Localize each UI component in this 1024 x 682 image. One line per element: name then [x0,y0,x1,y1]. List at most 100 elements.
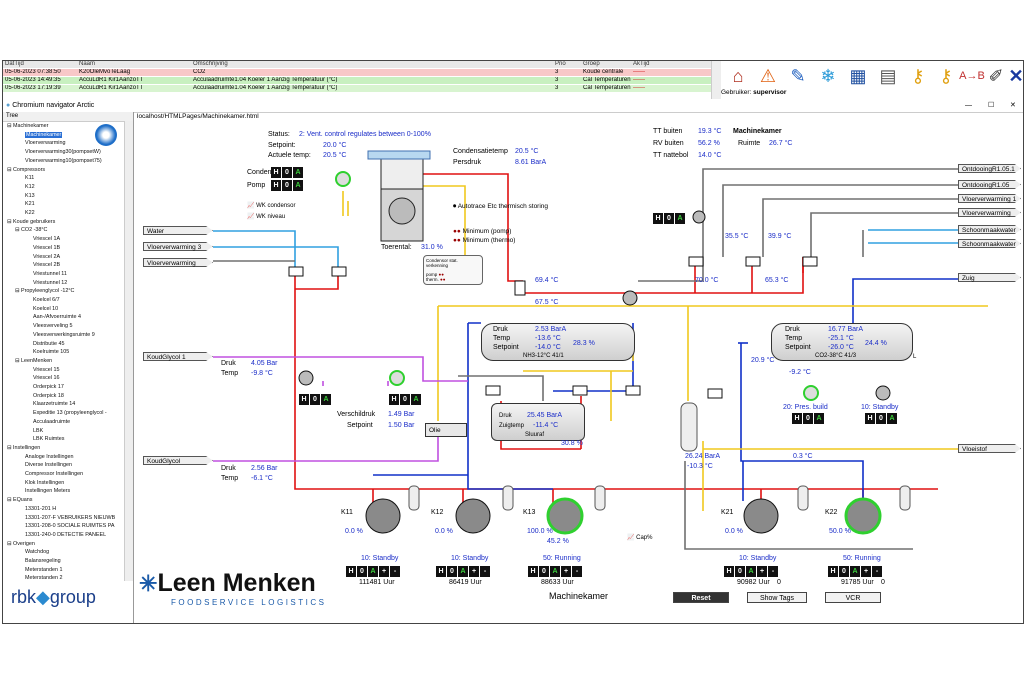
tag-ontdooing-1051[interactable]: OntdooingR1.05.1 [958,164,1021,173]
url-bar[interactable]: localhost/HTMLPages/Machinekamer.html [137,113,259,120]
key-icon[interactable]: ⚷ [911,66,925,86]
tree-item[interactable]: Compressor Instellingen [25,471,84,477]
minimize-button[interactable]: — [965,102,972,109]
window-close-button[interactable]: ✕ [1010,102,1016,109]
tree-item[interactable]: K22 [25,210,35,216]
tag-water[interactable]: Water [143,226,213,235]
tree-item[interactable]: ⊟ Compressors [7,166,46,173]
tree-item[interactable]: Vriescel 2B [33,262,61,269]
tree-item[interactable]: K13 [25,192,35,199]
tree-item[interactable]: LBK Ruimtes [33,436,65,443]
tree-item[interactable]: K11 [25,175,35,182]
tree-item[interactable]: Diverse Instellingen [25,462,73,469]
table-row[interactable]: 05-06-2023 17:19:39 AccuLdR1 Kir1AanzoTT… [3,85,721,92]
tree-item[interactable]: Vloerverwarming [25,140,66,147]
glycol-setpoint-value[interactable]: 1.50 Bar [388,422,415,429]
tree-item[interactable]: Vriestunnel 11 [33,270,67,277]
tag-ontdooing-105[interactable]: OntdooingR1.05 [958,180,1021,189]
tree-item[interactable]: Vloerverwarming10(pompset75) [25,157,102,164]
tag-vloerverwarming-left[interactable]: Vloerverwarming [143,258,213,267]
condensor-stats-box[interactable]: Condensor stat. verkenning pomp ●● therm… [423,255,483,285]
tree-item[interactable]: Vloerverwarming30(pompsetW) [25,149,101,156]
tree-item[interactable]: Koelcel 10 [33,305,59,312]
tree-item[interactable]: Analoge Instellingen [25,453,74,460]
alarm-scrollbar[interactable] [711,61,721,99]
tree-item[interactable]: Vriescel 1B [33,244,61,251]
tag-zuig[interactable]: Zuig [958,273,1021,282]
col-header[interactable]: Naam [79,61,96,67]
show-tags-button[interactable]: Show Tags [747,592,807,603]
tag-vloerverwarming-1[interactable]: Vloerverwarming 1 [958,194,1021,203]
co2-setpoint-value[interactable]: -26.0 °C [828,344,854,351]
tag-koudglycol-1[interactable]: KoudGlycol 1 [143,352,213,361]
tree-item[interactable]: Vriescel 1A [33,236,61,243]
tree-item[interactable]: Expeditie 13 (propyleenglycol - [33,410,107,417]
tree-item[interactable]: Vriescel 16 [33,375,60,382]
tree-item[interactable]: ⊟ Machinekamer [7,123,49,129]
tree-item[interactable]: Orderpick 18 [33,392,64,399]
cap-trend-link[interactable]: 📈 Cap% [627,535,653,541]
trend-link[interactable]: 📈 WK niveau [247,214,286,220]
tree-item[interactable]: K21 [25,201,35,208]
table-row[interactable]: 05-06-2023 14:49:35 AccuLdR1 Kir1AanzoTT… [3,77,721,84]
building-icon[interactable]: ⌂ [732,66,744,86]
tag-vloerverwarming-3[interactable]: Vloerverwarming 3 [143,242,213,251]
tree-item[interactable]: Instellingen Meters [25,488,71,495]
tag-schoonmaakwater[interactable]: Schoonmaakwater [958,225,1021,234]
pen-icon[interactable]: ✐ [988,66,1004,86]
tree-item[interactable]: 13301-201 H [25,505,57,512]
tree-item[interactable]: K12 [25,183,35,190]
col-header[interactable]: Omschrijving [193,61,228,67]
tree-item[interactable]: Machinekamer [25,131,63,138]
table-row[interactable]: 05-06-2023 07:38:50 K20OleMvoTeLaag CO2 … [3,69,721,76]
trend-link[interactable]: 📈 WK condensor [247,203,296,209]
tree-item[interactable]: Vriescel 15 [33,366,60,373]
tag-koudglycol[interactable]: KoudGlycol [143,456,213,465]
key-icon[interactable]: ⚷ [939,66,953,86]
tag-vloerverwarming[interactable]: Vloerverwarming [958,208,1021,217]
col-header[interactable]: Prio [555,61,566,67]
separator-vessel[interactable] [491,403,585,441]
maximize-button[interactable]: ☐ [988,102,995,109]
setpoint-value[interactable]: 20.0 °C [323,142,347,149]
col-header[interactable]: DatTijd [5,61,24,67]
report-icon[interactable]: ▦ [849,66,867,86]
tag-vloeistof[interactable]: Vloeistof [958,444,1021,453]
tree-item[interactable]: Vleesverveling 5 [33,323,73,330]
tag-schoonmaakwater-2[interactable]: Schoonmaakwater [958,239,1021,248]
close-icon[interactable]: ✕ [1008,66,1024,86]
reset-button[interactable]: Reset [673,592,729,603]
tree-item[interactable]: Vriestunnel 12 [33,279,68,286]
ab-switch-icon[interactable]: A→B [959,70,985,82]
tree-item[interactable]: Meterstanden 2 [25,575,63,582]
tree-item[interactable]: 13301-208-0 SOCIALE RUIMTES PA [25,523,115,530]
tree-item[interactable]: ⊟ Koude gebruikers [7,218,56,225]
col-header[interactable]: AkTijd [633,61,650,67]
vcr-button[interactable]: VCR [825,592,881,603]
tree-item[interactable]: 13301-240-0 DETECTIE PANEEL [25,531,107,538]
tree-item[interactable]: Klaarzetruimte 14 [33,401,76,408]
refresh-icon[interactable] [95,124,117,146]
nh3-vessel[interactable] [481,323,635,361]
col-header[interactable]: Groep [583,61,600,67]
tree-scrollbar[interactable] [124,121,133,581]
tree-item[interactable]: Aan-/Afvoerruimte 4 [33,314,81,321]
tree-item[interactable]: Acculaadruimte [33,418,71,425]
tree-item[interactable]: 13301-207-F VEBRUIKERS NIEUWB [25,514,116,521]
warning-icon[interactable]: ⚠ [759,66,777,86]
oil-unit[interactable]: Olie [425,423,467,437]
tree-item[interactable]: Balansregeling [25,558,61,564]
tree-item[interactable]: Vleesverwerkingsruimte 9 [33,331,95,338]
document-icon[interactable]: ▤ [879,66,897,86]
